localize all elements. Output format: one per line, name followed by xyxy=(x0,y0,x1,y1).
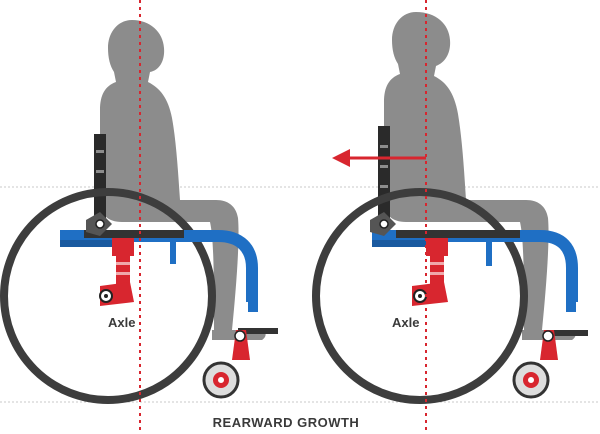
axle-bracket-right xyxy=(370,212,448,306)
axle-bracket-left xyxy=(86,212,134,306)
wheelchair-before: Axle xyxy=(4,0,278,434)
frame-left xyxy=(60,230,278,334)
axle-label-left: Axle xyxy=(108,315,135,330)
axle-label-right: Axle xyxy=(392,315,419,330)
caption-rearward-growth: REARWARD GROWTH xyxy=(213,415,360,430)
caster-right xyxy=(514,330,558,397)
wheelchair-after: Axle xyxy=(316,0,588,434)
caster-left xyxy=(204,330,250,397)
